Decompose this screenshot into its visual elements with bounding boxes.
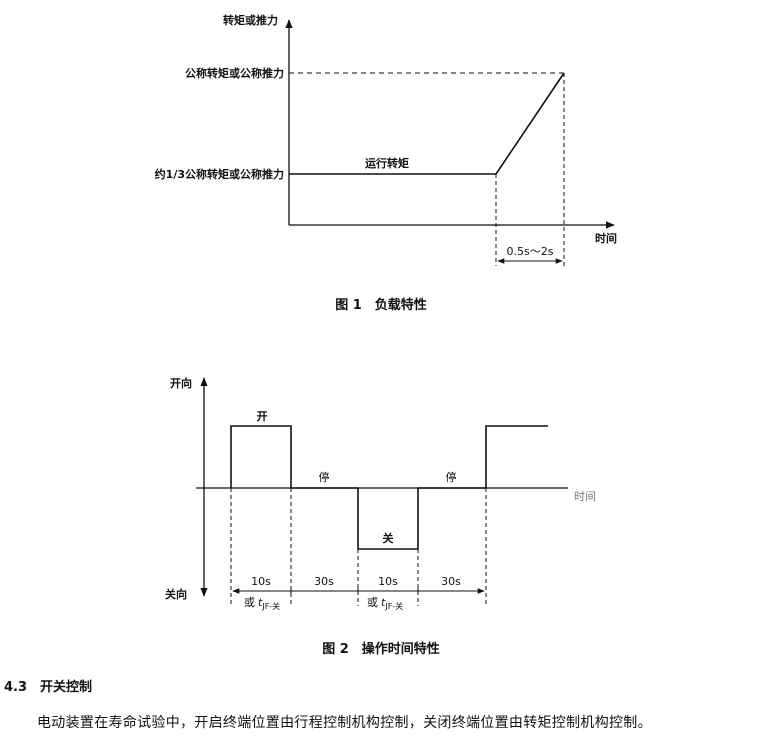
section-paragraph: 电动装置在寿命试验中，开启终端位置由行程控制机构控制，关闭终端位置由转矩控制机构…	[37, 715, 652, 731]
fig1-ramp-label: 0.5s～2s	[507, 245, 554, 258]
fig2-close-direction-label: 关向	[165, 587, 187, 601]
fig2-duration-2: 30s	[314, 575, 334, 588]
fig2-open-label: 开	[257, 410, 268, 423]
fig2-stop-label-1: 停	[319, 470, 330, 484]
fig2-alt-1-t: t	[258, 596, 263, 609]
fig1-ramp-line	[495, 72, 565, 175]
fig1-x-axis-label: 时间	[595, 231, 617, 245]
fig2-duration-3: 10s	[378, 575, 398, 588]
fig1-y-axis-label: 转矩或推力	[223, 13, 278, 27]
fig1-rated-label: 公称转矩或公称推力	[185, 66, 284, 80]
fig2-duration-4: 30s	[441, 575, 461, 588]
fig1-caption: 图 1 负载特性	[335, 297, 427, 313]
fig2-close-label: 关	[383, 531, 394, 545]
section-heading: 4.3 开关控制	[4, 680, 93, 695]
fig2-stop-label-2: 停	[446, 470, 457, 484]
fig1-third-label: 约1/3公称转矩或公称推力	[155, 167, 284, 181]
fig1-running-label: 运行转矩	[365, 156, 409, 170]
fig2-alt-2-t: t	[381, 596, 386, 609]
figure-1-load-characteristic: 转矩或推力 公称转矩或公称推力 约1/3公称转矩或公称推力 运行转矩 0.5s～…	[155, 13, 617, 313]
fig2-duration-1: 10s	[251, 575, 271, 588]
fig2-open-direction-label: 开向	[170, 376, 192, 390]
fig2-caption: 图 2 操作时间特性	[322, 641, 440, 657]
fig2-alt-2-prefix: 或	[367, 596, 378, 609]
fig2-x-axis-label: 时间	[574, 490, 596, 503]
fig2-alt-2-sub: JF-关	[384, 601, 403, 611]
fig2-alt-1-prefix: 或	[244, 596, 255, 609]
fig2-alt-1-sub: JF-关	[261, 601, 280, 611]
